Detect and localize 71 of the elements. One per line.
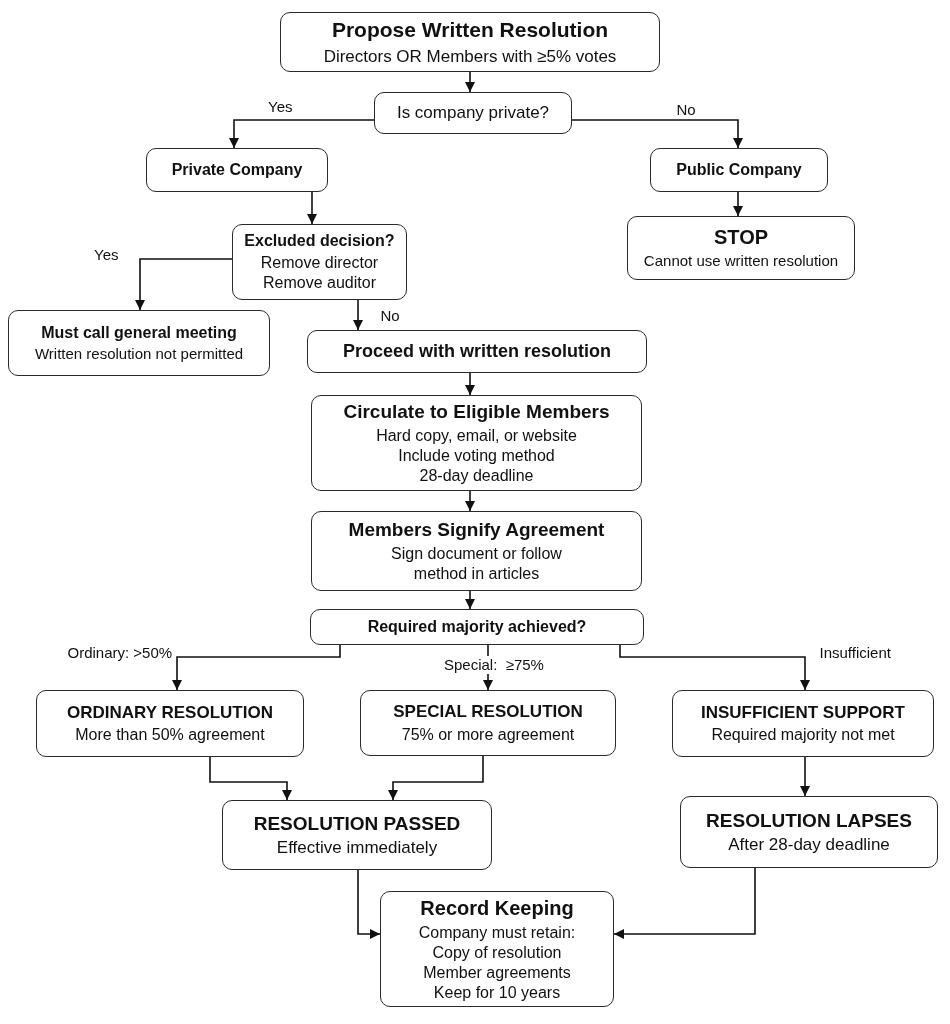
arrow [733,191,743,217]
box-text: More than 50% agreement [75,725,265,746]
terminal-box [8,310,270,376]
outcome-box [222,800,492,870]
box-label: Private Company [171,160,303,180]
box-text: Required majority not met [711,725,895,746]
arrow [465,490,475,512]
box-title: Record Keeping [420,895,574,921]
box-text: Member agreements [423,962,571,983]
arrow [229,119,375,149]
box-text: Directors OR Members with ≥5% votes [323,45,617,67]
box-text: Written resolution not permitted [34,344,244,364]
arrow [465,372,475,396]
arrow [172,644,341,691]
arrow [353,299,363,331]
box-text: 75% or more agreement [401,724,575,745]
outcome-box [680,796,938,868]
process-box [380,891,614,1007]
box-text: Remove director [260,253,379,273]
box-text: After 28-day deadline [728,834,890,856]
terminal-box [627,216,855,280]
arrow [135,258,233,311]
box-title: ORDINARY RESOLUTION [67,701,273,724]
box-text: Sign document or follow method in articles [390,543,563,584]
box-label: Public Company [676,160,802,180]
box-text: 28-day deadline [419,465,534,486]
box-label: Is company private? [396,102,550,124]
box-title: RESOLUTION PASSED [253,811,461,836]
process-box [280,12,660,72]
box-title: STOP [713,225,769,251]
box-title: RESOLUTION LAPSES [706,808,912,833]
box-title: SPECIAL RESOLUTION [393,701,583,723]
box-title: Excluded decision? [244,231,395,251]
arrow [209,756,292,801]
outcome-box [36,690,304,757]
box-text: Company must retain: [418,922,576,943]
process-box [311,511,642,591]
outcome-box [360,690,616,756]
process-box [307,330,647,373]
edge-label: Ordinary: >50% [65,644,175,662]
box-title: Must call general meeting [41,322,237,343]
edge-label: Special: ≥75% [442,656,546,674]
box-label: Required majority achieved? [367,617,587,637]
arrow [465,71,475,93]
arrow [613,867,756,939]
arrow [357,869,381,939]
arrow [465,590,475,610]
arrow [800,756,810,797]
box-title: Members Signify Agreement [348,518,605,542]
box-text: Include voting method [398,445,555,466]
box-text: Hard copy, email, or website [376,425,577,446]
box-title: INSUFFICIENT SUPPORT [701,701,905,724]
decision-box [374,92,572,134]
outcome-box [672,690,934,757]
box-text: Keep for 10 years [433,982,561,1003]
arrow [307,191,317,225]
decision-box [232,224,407,300]
box-text: Effective immediately [276,837,438,859]
process-box [311,395,642,491]
box-title: Circulate to Eligible Members [343,400,610,424]
box-label: Proceed with written resolution [343,340,611,363]
process-box [146,148,328,192]
process-box [650,148,828,192]
arrow [619,644,810,691]
decision-box [310,609,644,645]
arrow [571,119,743,149]
arrow [388,755,484,801]
box-title: Propose Written Resolution [331,17,609,44]
box-text: Cannot use written resolution [643,252,839,271]
box-text: Copy of resolution [432,942,562,963]
box-text: Remove auditor [263,273,376,293]
